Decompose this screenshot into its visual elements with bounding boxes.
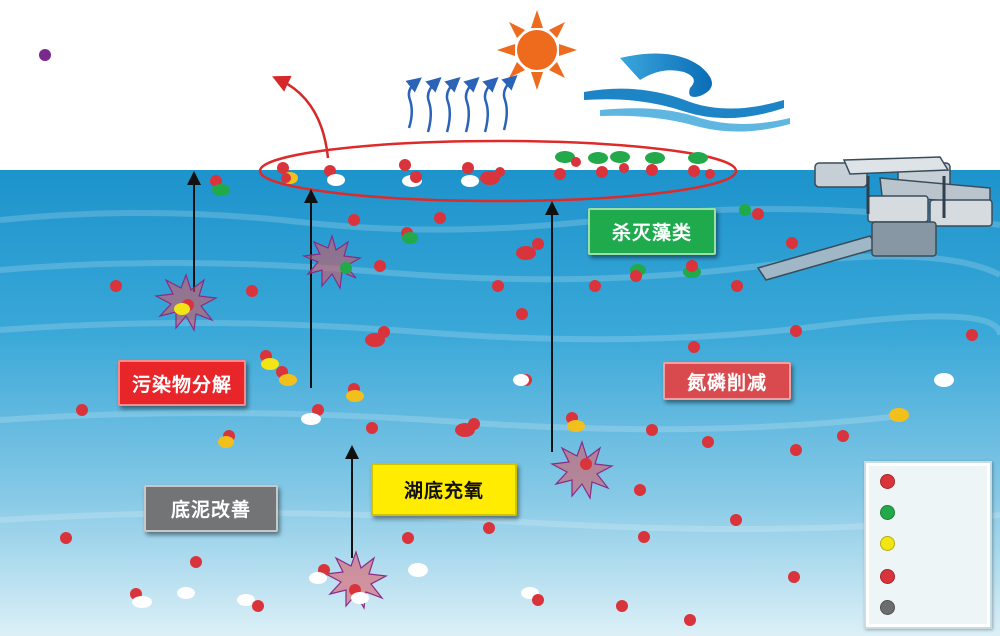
legend-item (880, 597, 903, 617)
legend-dot (880, 568, 895, 584)
legend-item (880, 566, 903, 586)
wind-wave-icon (584, 53, 790, 132)
particles (60, 151, 978, 626)
release-arrow (272, 75, 330, 159)
legend-dot (880, 535, 895, 551)
sun-icon (497, 10, 577, 90)
label-nitrogen-phosphorus-reduction: 氮磷削减 (663, 362, 791, 400)
legend-dot (880, 473, 895, 489)
aeration-machine-icon (756, 156, 993, 281)
legend-item (880, 502, 903, 522)
up-arrow-icon (187, 171, 559, 558)
label-bottom-oxygenation: 湖底充氧 (371, 463, 517, 516)
evaporation-arrows (405, 74, 518, 133)
label-sediment-improvement: 底泥改善 (144, 485, 278, 532)
legend-panel (864, 461, 992, 629)
legend-item (880, 471, 903, 491)
legend-dot (880, 599, 895, 615)
marker-dot (39, 49, 51, 61)
water-ripples (0, 206, 1000, 533)
legend-dot (880, 504, 895, 520)
label-algae-killing: 杀灭藻类 (588, 208, 716, 255)
surface-zone-ellipse (258, 139, 738, 203)
label-pollutant-decomposition: 污染物分解 (118, 360, 246, 406)
legend-item (880, 533, 903, 553)
